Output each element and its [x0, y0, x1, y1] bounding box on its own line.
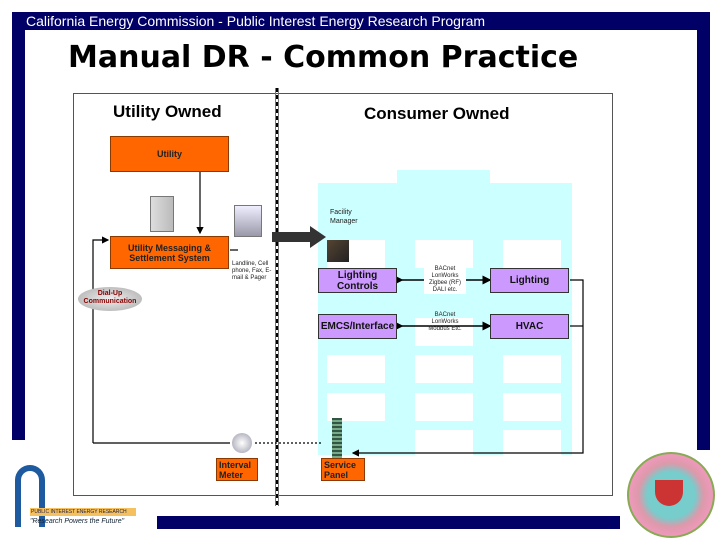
page-title: Manual DR - Common Practice — [68, 40, 579, 75]
dialup-label: Dial-Up Communication — [83, 290, 137, 305]
bottom-bar — [157, 516, 620, 529]
ownership-divider — [275, 88, 279, 506]
computer-phone-icon — [234, 205, 262, 237]
program-header: California Energy Commission - Public In… — [26, 13, 486, 29]
dialup-cloud — [78, 287, 142, 311]
service-panel-box: Service Panel — [321, 458, 365, 481]
lighting-controls-box: Lighting Controls — [318, 268, 397, 293]
left-frame — [12, 12, 25, 440]
facility-manager-label: Facility Manager — [330, 209, 358, 225]
top-bar — [12, 12, 710, 30]
right-frame — [697, 12, 710, 450]
pier-slogan: "Research Powers the Future" — [30, 518, 125, 525]
interval-meter-box: Interval Meter — [216, 458, 258, 481]
lighting-box: Lighting — [490, 268, 569, 293]
lighting-protocols-label: BACnet LonWorks Zigbee (RF) DALI etc. — [424, 266, 466, 294]
messaging-settlement-box: Utility Messaging & Settlement System — [110, 236, 229, 269]
pier-logo — [15, 465, 45, 527]
utility-owned-label: Utility Owned — [113, 102, 222, 121]
consumer-owned-label: Consumer Owned — [364, 104, 510, 123]
comm-methods-label: Landline, Cell phone, Fax, E-mail & Page… — [232, 261, 272, 281]
seal-shield — [655, 480, 683, 506]
building — [397, 170, 490, 185]
hvac-protocols-label: BACnet LonWorks Modbus Etc. — [428, 312, 462, 332]
emcs-interface-box: EMCS/Interface — [318, 314, 397, 339]
server-icon — [150, 196, 174, 232]
pier-name: PUBLIC INTEREST ENERGY RESEARCH — [30, 508, 136, 516]
hvac-box: HVAC — [490, 314, 569, 339]
utility-box: Utility — [110, 136, 229, 172]
divider-dashes — [276, 88, 278, 506]
person-photo — [327, 240, 349, 262]
meter-icon — [232, 433, 252, 453]
panel-icon — [332, 418, 342, 458]
